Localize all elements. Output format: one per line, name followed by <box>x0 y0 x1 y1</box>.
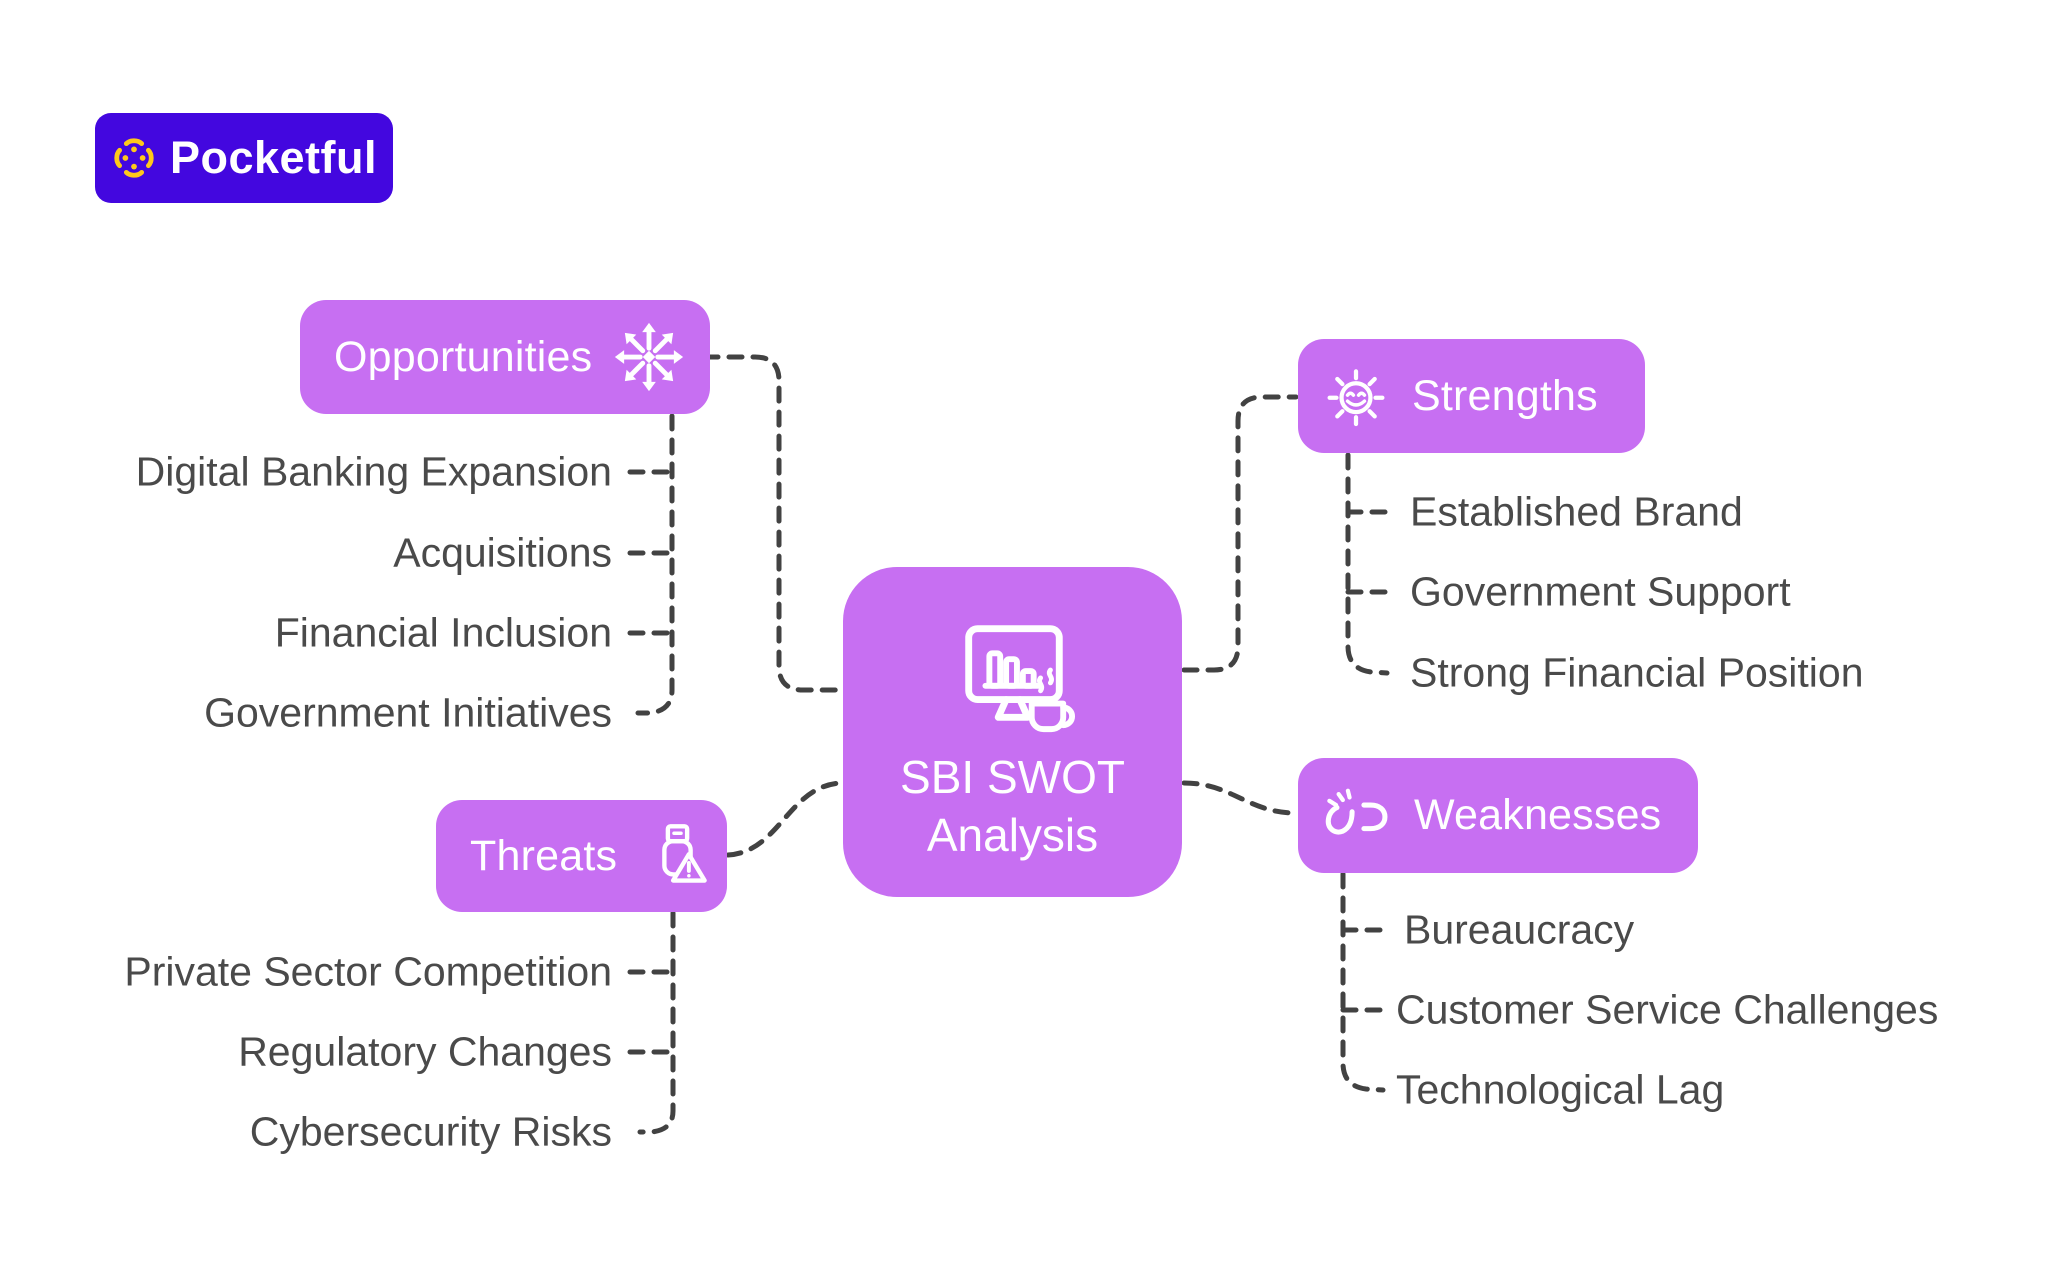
branch-item: Digital Banking Expansion <box>135 448 612 495</box>
branch-item: Cybersecurity Risks <box>249 1108 612 1155</box>
branch-node-threats: Threats <box>436 800 727 912</box>
logo-text: Pocketful <box>169 132 378 183</box>
branch-item: Strong Financial Position <box>1410 649 1864 696</box>
pocketful-burst-icon <box>114 138 154 178</box>
usb-warning-icon <box>662 824 707 883</box>
monitor-chart-coffee-icon <box>964 625 1075 733</box>
center-node: SBI SWOT Analysis <box>843 567 1182 897</box>
branch-item: Technological Lag <box>1396 1066 1725 1113</box>
broken-link-icon <box>1325 788 1388 834</box>
branch-node-opportunities: Opportunities <box>300 300 710 414</box>
branch-label: Strengths <box>1412 371 1598 420</box>
branch-item: Private Sector Competition <box>124 948 612 995</box>
branch-node-weaknesses: Weaknesses <box>1298 758 1698 873</box>
branch-item: Government Support <box>1410 568 1791 615</box>
branch-label: Threats <box>470 831 618 880</box>
smiling-sun-icon <box>1327 369 1385 427</box>
branch-item: Government Initiatives <box>204 689 612 736</box>
branch-label: Weaknesses <box>1414 791 1662 839</box>
branch-node-strengths: Strengths <box>1298 339 1645 453</box>
branch-label: Opportunities <box>334 332 593 381</box>
center-title: SBI SWOT Analysis <box>900 749 1125 865</box>
branch-item: Regulatory Changes <box>238 1028 612 1075</box>
pocketful-logo: Pocketful <box>95 113 393 203</box>
branch-item: Customer Service Challenges <box>1396 986 1939 1033</box>
branch-item: Established Brand <box>1410 488 1743 535</box>
compass-burst-icon <box>610 318 688 396</box>
center-title-line2: Analysis <box>926 808 1099 861</box>
branch-item: Bureaucracy <box>1404 906 1635 953</box>
branch-item: Financial Inclusion <box>274 609 612 656</box>
center-title-line1: SBI SWOT <box>900 751 1125 803</box>
branch-item: Acquisitions <box>393 529 612 576</box>
